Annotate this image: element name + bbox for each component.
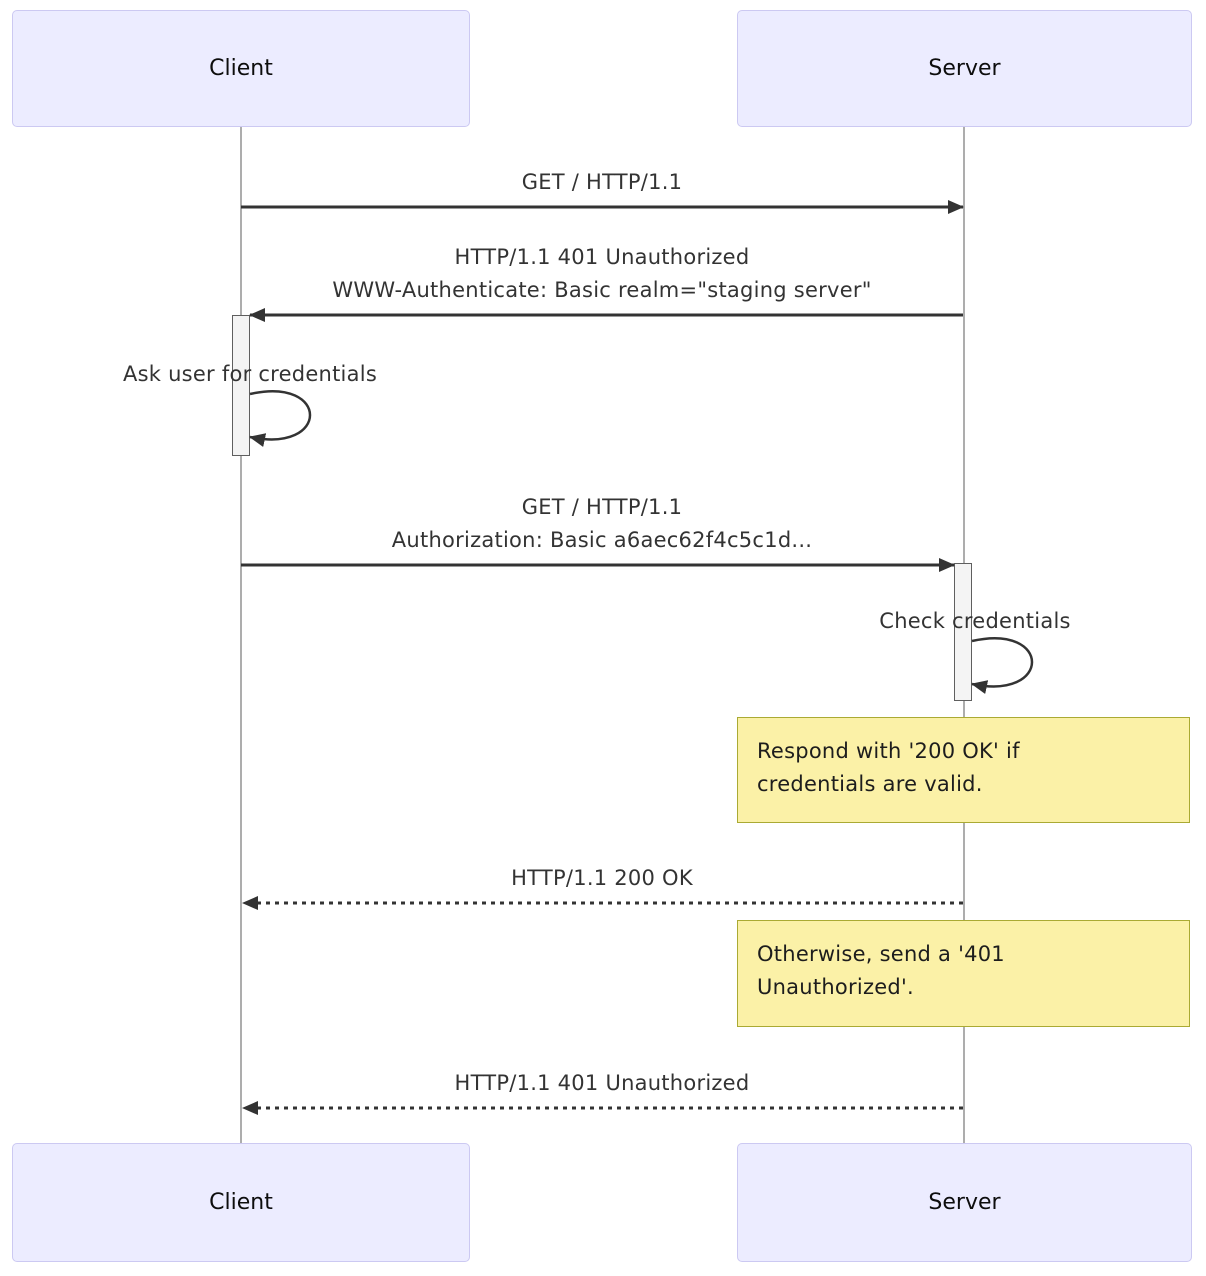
message-label-ask-user: Ask user for credentials bbox=[100, 358, 400, 391]
actor-box-server-bottom: Server bbox=[737, 1143, 1192, 1262]
message-label-200-ok: HTTP/1.1 200 OK bbox=[241, 862, 963, 895]
note-line: credentials are valid. bbox=[757, 772, 983, 796]
message-label-401-unauthorized: HTTP/1.1 401 Unauthorized bbox=[241, 1067, 963, 1100]
activation-bar-client bbox=[232, 315, 250, 456]
message-line: HTTP/1.1 200 OK bbox=[511, 866, 693, 890]
note-respond-200: Respond with '200 OK' if credentials are… bbox=[737, 717, 1190, 823]
actor-label-server: Server bbox=[928, 56, 1001, 81]
actor-box-client-top: Client bbox=[12, 10, 470, 127]
actor-label-client: Client bbox=[209, 56, 273, 81]
message-line: GET / HTTP/1.1 bbox=[521, 495, 683, 519]
message-line: Check credentials bbox=[879, 609, 1071, 633]
note-line: Otherwise, send a '401 bbox=[757, 942, 1005, 966]
note-otherwise-401: Otherwise, send a '401 Unauthorized'. bbox=[737, 920, 1190, 1027]
actor-box-server-top: Server bbox=[737, 10, 1192, 127]
message-line: Ask user for credentials bbox=[122, 362, 378, 386]
message-line: GET / HTTP/1.1 bbox=[521, 170, 683, 194]
message-line: HTTP/1.1 401 Unauthorized bbox=[454, 1071, 750, 1095]
message-line: WWW-Authenticate: Basic realm="staging s… bbox=[332, 278, 872, 302]
actor-box-client-bottom: Client bbox=[12, 1143, 470, 1262]
message-line: HTTP/1.1 401 Unauthorized bbox=[454, 245, 750, 269]
message-label-get-authorization: GET / HTTP/1.1 Authorization: Basic a6ae… bbox=[241, 491, 963, 557]
self-loop-check-credentials bbox=[971, 637, 1034, 694]
note-line: Unauthorized'. bbox=[757, 975, 914, 999]
message-line: Authorization: Basic a6aec62f4c5c1d... bbox=[391, 528, 813, 552]
self-loop-ask-user bbox=[249, 390, 312, 447]
note-line: Respond with '200 OK' if bbox=[757, 739, 1020, 763]
message-label-401-www-authenticate: HTTP/1.1 401 Unauthorized WWW-Authentica… bbox=[241, 241, 963, 307]
actor-label-server: Server bbox=[928, 1190, 1001, 1215]
actor-label-client: Client bbox=[209, 1190, 273, 1215]
message-label-check-credentials: Check credentials bbox=[825, 605, 1125, 638]
client-lifeline bbox=[240, 127, 242, 1143]
message-label-get-root: GET / HTTP/1.1 bbox=[241, 166, 963, 199]
activation-bar-server bbox=[954, 563, 972, 701]
